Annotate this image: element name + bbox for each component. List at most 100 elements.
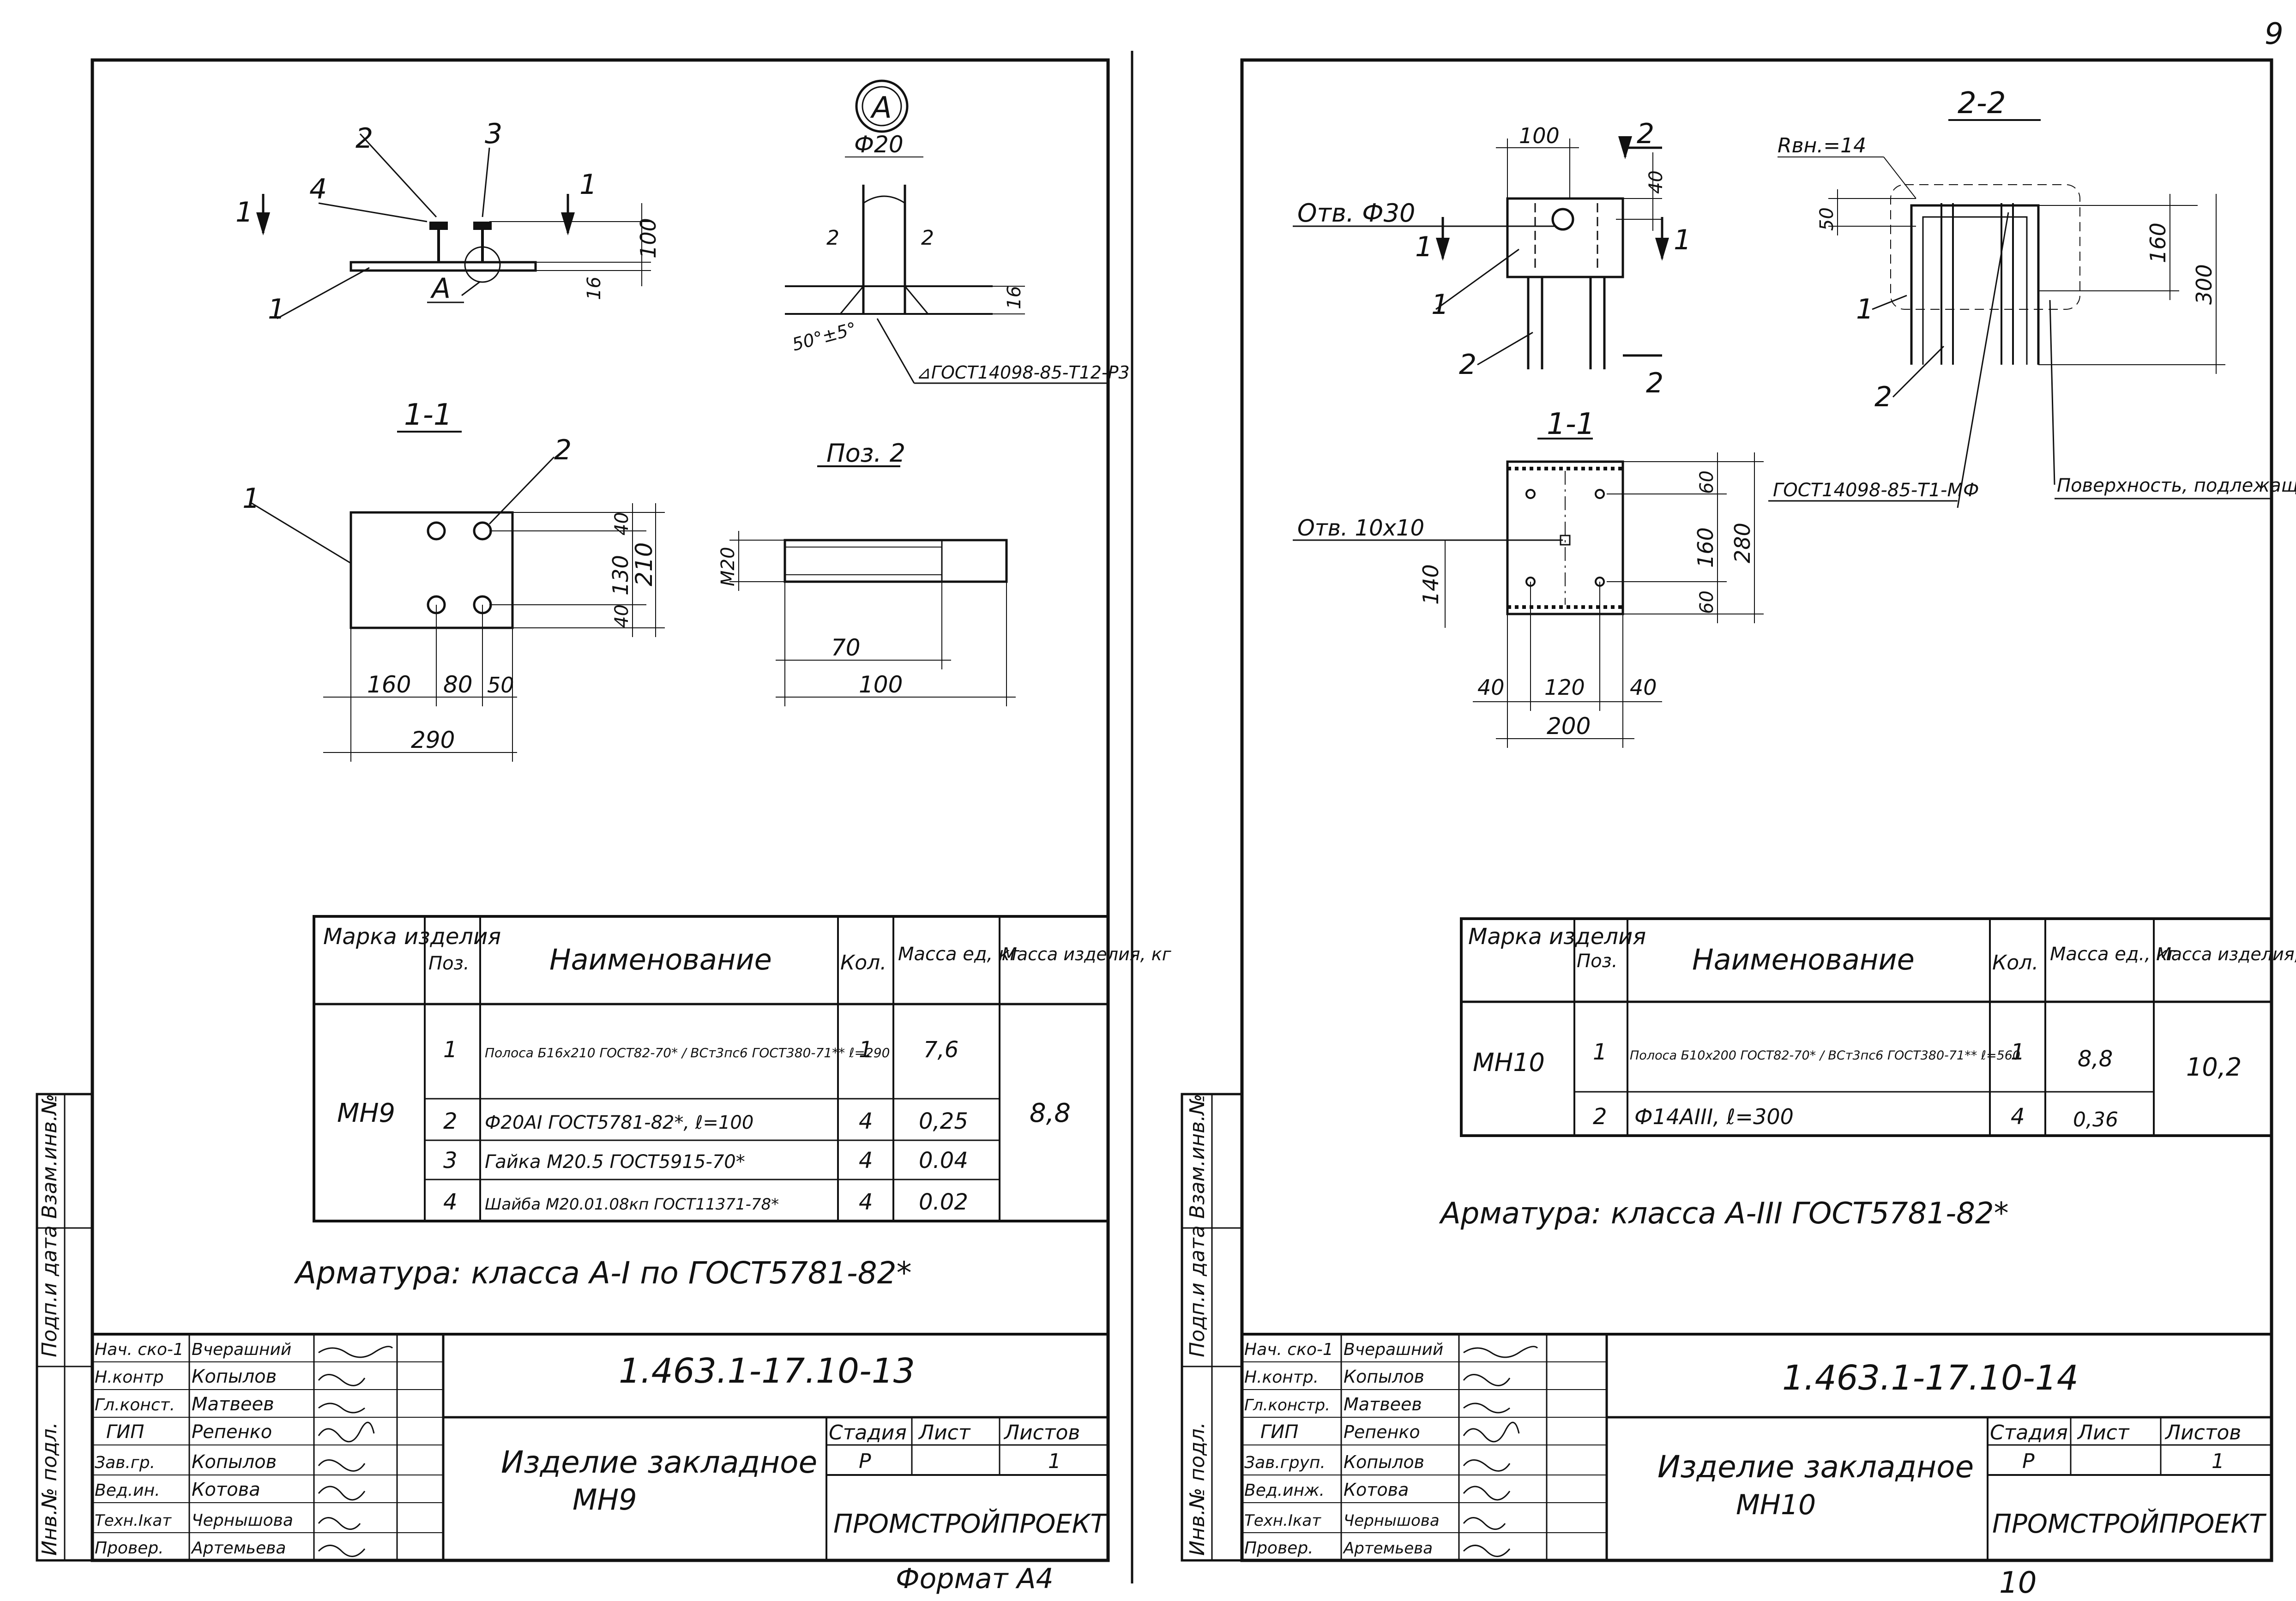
svg-text:Провер.: Провер. bbox=[95, 1539, 164, 1558]
pos-2-detail: Поз. 2 М20 70 100 bbox=[717, 439, 1016, 706]
svg-text:Чернышова: Чернышова bbox=[1344, 1511, 1440, 1530]
svg-text:Гл.конст.: Гл.конст. bbox=[95, 1396, 175, 1414]
left-section-1-1: 1-1 1 2 160 80 50 290 bbox=[242, 398, 665, 762]
section-1-1-title-right: 1-1 bbox=[1547, 407, 1595, 441]
svg-text:8,8: 8,8 bbox=[2078, 1046, 2113, 1072]
svg-text:50: 50 bbox=[1816, 207, 1838, 231]
svg-text:1: 1 bbox=[2212, 1450, 2224, 1473]
svg-text:Шайба М20.01.08кп ГОСТ11371-78: Шайба М20.01.08кп ГОСТ11371-78* bbox=[485, 1195, 779, 1214]
weld-note-right: ГОСТ14098-85-Т1-МФ bbox=[1773, 480, 1979, 501]
right-armatura: Арматура: класса А-III ГОСТ5781-82* bbox=[1439, 1197, 2009, 1231]
svg-text:0.04: 0.04 bbox=[919, 1148, 968, 1174]
pos2-title: Поз. 2 bbox=[826, 439, 905, 468]
right-doc-code: 1.463.1-17.10-14 bbox=[1782, 1358, 2079, 1398]
svg-text:Подп.и дата: Подп.и дата bbox=[1186, 1225, 1209, 1357]
svg-text:Лист: Лист bbox=[2077, 1421, 2130, 1445]
angle-label: 50°±5° bbox=[790, 318, 859, 355]
lt-row-2: 2 Ф20АI ГОСТ5781-82*, ℓ=100 4 0,25 bbox=[443, 1108, 968, 1134]
svg-text:Масса ед, кг: Масса ед, кг bbox=[898, 944, 1020, 965]
svg-text:Копылов: Копылов bbox=[1344, 1366, 1424, 1387]
svg-text:Масса ед., кг: Масса ед., кг bbox=[2050, 944, 2178, 965]
svg-text:Стадия: Стадия bbox=[829, 1421, 907, 1445]
signature bbox=[1463, 1545, 1511, 1557]
svg-text:Полоса Б16х210 ГОСТ82-70* / ВС: Полоса Б16х210 ГОСТ82-70* / ВСт3пс6 ГОСТ… bbox=[485, 1045, 890, 1060]
signature bbox=[1463, 1421, 1520, 1443]
svg-text:Вед.инж.: Вед.инж. bbox=[1244, 1481, 1325, 1500]
svg-text:120: 120 bbox=[1544, 675, 1585, 700]
svg-text:2: 2 bbox=[1874, 381, 1892, 413]
rt-mass-total: 10,2 bbox=[2186, 1053, 2242, 1082]
svg-text:Артемьева: Артемьева bbox=[1343, 1539, 1433, 1558]
right-spec-table: Марка изделия Поз. Наименование Кол. Мас… bbox=[1460, 917, 2296, 1137]
svg-text:Кол.: Кол. bbox=[1992, 951, 2038, 975]
svg-text:Техн.Iкат: Техн.Iкат bbox=[1244, 1511, 1321, 1530]
svg-text:Вчерашний: Вчерашний bbox=[1344, 1340, 1443, 1359]
signature bbox=[1463, 1517, 1506, 1530]
side-vzam: Взам.инв.№ bbox=[38, 1094, 61, 1219]
svg-text:1: 1 bbox=[242, 482, 260, 515]
svg-text:4: 4 bbox=[859, 1108, 873, 1134]
svg-text:Вчерашний: Вчерашний bbox=[192, 1340, 291, 1359]
right-doc-title: Изделие закладное bbox=[1657, 1449, 1974, 1485]
callout-2: 2 bbox=[356, 122, 373, 155]
section-1-1-title-left: 1-1 bbox=[404, 398, 452, 432]
svg-text:130: 130 bbox=[608, 555, 633, 596]
lt-h-mark: Марка изделия bbox=[323, 924, 501, 950]
svg-text:Лист: Лист bbox=[918, 1421, 971, 1445]
svg-text:Артемьева: Артемьева bbox=[191, 1539, 286, 1558]
right-section-1-1: 1-1 Отв. 10х10 140 60 160 60 280 bbox=[1293, 407, 1764, 748]
left-doc-subtitle: МН9 bbox=[572, 1483, 637, 1517]
rt-h-mark: Марка изделия bbox=[1468, 924, 1646, 950]
signature bbox=[318, 1374, 366, 1386]
svg-text:80: 80 bbox=[443, 671, 473, 698]
svg-text:4: 4 bbox=[2011, 1104, 2025, 1130]
right-title-block: Нач. ско-1 Н.контр. Гл.констр. ГИП Зав.г… bbox=[1241, 1333, 2273, 1562]
svg-text:4: 4 bbox=[859, 1189, 873, 1215]
svg-text:4: 4 bbox=[443, 1189, 458, 1215]
svg-text:1: 1 bbox=[1674, 224, 1691, 256]
svg-text:Взам.инв.№: Взам.инв.№ bbox=[1186, 1094, 1209, 1219]
svg-text:100: 100 bbox=[1519, 123, 1560, 148]
signature bbox=[318, 1459, 366, 1472]
svg-text:3: 3 bbox=[443, 1148, 458, 1174]
svg-text:1: 1 bbox=[1431, 289, 1449, 321]
svg-text:Поз.: Поз. bbox=[1577, 951, 1618, 972]
lt-h-name: Наименование bbox=[549, 943, 772, 976]
lt-row-3: 3 Гайка М20.5 ГОСТ5915-70* 4 0.04 bbox=[443, 1148, 968, 1174]
side-inv: Инв.№ подл. bbox=[38, 1422, 61, 1556]
svg-text:290: 290 bbox=[411, 727, 455, 753]
rt-mark: МН10 bbox=[1473, 1048, 1545, 1077]
diameter-label: Ф20 bbox=[854, 131, 904, 158]
svg-text:40: 40 bbox=[1630, 675, 1657, 700]
footer-page-right: 10 bbox=[1999, 1566, 2037, 1600]
svg-text:Нач. ско-1: Нач. ско-1 bbox=[1244, 1340, 1333, 1359]
svg-text:Н.контр.: Н.контр. bbox=[1244, 1368, 1319, 1387]
right-section-2-2: 2-2 Rвн.=14 50 160 300 1 bbox=[1768, 86, 2296, 508]
svg-text:Копылов: Копылов bbox=[192, 1366, 277, 1387]
svg-text:Полоса Б10х200 ГОСТ82-70* / ВС: Полоса Б10х200 ГОСТ82-70* / ВСт3пс6 ГОСТ… bbox=[1630, 1048, 2020, 1063]
svg-text:Гайка М20.5 ГОСТ5915-70*: Гайка М20.5 ГОСТ5915-70* bbox=[485, 1151, 745, 1173]
right-front-view: 100 40 Отв. Ф30 1 1 2 2 1 2 bbox=[1293, 118, 1691, 399]
svg-text:2: 2 bbox=[1637, 118, 1654, 150]
svg-text:1: 1 bbox=[579, 169, 597, 201]
rt-row-2: 2 Ф14АIII, ℓ=300 4 0,36 bbox=[1593, 1104, 2118, 1132]
signature bbox=[1463, 1346, 1538, 1358]
left-title-block: Нач. ско-1 Н.контр Гл.конст. ГИП Зав.гр.… bbox=[91, 1333, 1109, 1562]
svg-text:2: 2 bbox=[921, 226, 934, 250]
signature bbox=[318, 1402, 365, 1414]
view-A-label: А bbox=[870, 91, 892, 125]
svg-text:Листов: Листов bbox=[2164, 1421, 2241, 1445]
left-doc-code: 1.463.1-17.10-13 bbox=[619, 1351, 915, 1391]
signature bbox=[1463, 1374, 1511, 1386]
svg-text:Ф20АI ГОСТ5781-82*, ℓ=100: Ф20АI ГОСТ5781-82*, ℓ=100 bbox=[485, 1112, 753, 1133]
svg-text:1: 1 bbox=[859, 1037, 873, 1063]
svg-text:2: 2 bbox=[1646, 367, 1663, 399]
rt-h-name: Наименование bbox=[1692, 943, 1915, 976]
svg-text:60: 60 bbox=[1696, 470, 1717, 494]
surface-note: Поверхность, подлежащая защите bbox=[2057, 475, 2296, 496]
weld-note-left: ⊿ГОСТ14098-85-Т12-Р3 bbox=[916, 362, 1130, 383]
signature bbox=[318, 1421, 375, 1443]
side-podp: Подп.и дата bbox=[38, 1225, 61, 1357]
svg-text:Котова: Котова bbox=[1344, 1480, 1409, 1500]
svg-text:Гл.констр.: Гл.констр. bbox=[1244, 1396, 1330, 1414]
